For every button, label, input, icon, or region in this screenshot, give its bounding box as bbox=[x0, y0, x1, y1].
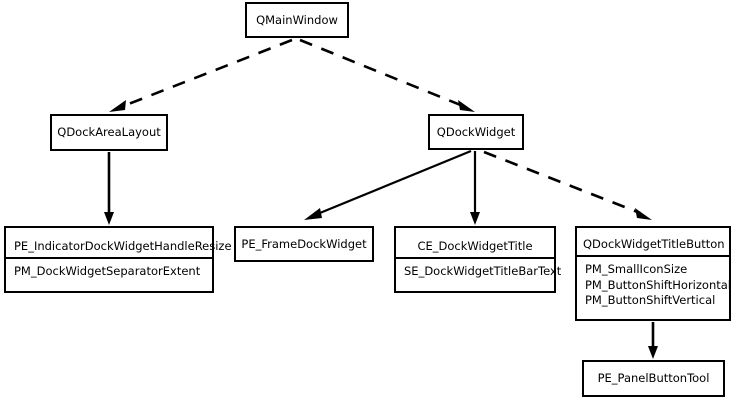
edge-qdockwidget-to-qdockwidgettitlebutton bbox=[483, 150, 652, 220]
node-ce-dockwidgettitle-attributes: SE_DockWidgetTitleBarText bbox=[396, 256, 562, 285]
edge-qmainwindow-to-qdockarealayout bbox=[109, 38, 293, 112]
node-pe-panelbuttontool[interactable]: PE_PanelButtonTool bbox=[582, 360, 725, 397]
node-qmainwindow-title: QMainWindow bbox=[256, 12, 338, 27]
node-qmainwindow[interactable]: QMainWindow bbox=[245, 2, 349, 38]
attribute-se-dockwidgettitlebartext: SE_DockWidgetTitleBarText bbox=[404, 263, 562, 278]
node-qdockwidget-title: QDockWidget bbox=[436, 124, 516, 139]
attribute-pm-dockwidget-separator-extent: PM_DockWidgetSeparatorExtent bbox=[14, 263, 201, 278]
node-pe-indicator-attributes: PM_DockWidgetSeparatorExtent bbox=[6, 256, 212, 285]
node-ce-dockwidgettitle-title: CE_DockWidgetTitle bbox=[417, 238, 533, 253]
node-qdockwidgettitlebutton-attributes: PM_SmallIconSize PM_ButtonShiftHorizonta… bbox=[577, 255, 731, 314]
node-qdockarealayout[interactable]: QDockAreaLayout bbox=[50, 114, 168, 151]
edge-qmainwindow-to-qdockwidget bbox=[299, 38, 475, 112]
node-qdockwidget[interactable]: QDockWidget bbox=[428, 114, 524, 150]
attribute-pm-buttonshiftvertical: PM_ButtonShiftVertical bbox=[585, 293, 716, 308]
node-qdockarealayout-title: QDockAreaLayout bbox=[57, 125, 161, 140]
node-ce-dockwidgettitle[interactable]: CE_DockWidgetTitle SE_DockWidgetTitleBar… bbox=[394, 226, 562, 293]
edge-qdockarealayout-to-pe-indicator bbox=[104, 152, 114, 225]
attribute-pm-buttonshifthorizontal: PM_ButtonShiftHorizontal bbox=[585, 277, 731, 292]
node-qdockwidgettitlebutton-title: QDockWidgetTitleButton bbox=[583, 237, 725, 252]
node-pe-indicator-title: PE_IndicatorDockWidgetHandleResize bbox=[14, 238, 232, 253]
node-pe-panelbuttontool-title: PE_PanelButtonTool bbox=[597, 371, 710, 386]
node-pe-framedockwidget-title: PE_FrameDockWidget bbox=[241, 236, 367, 251]
edge-qdockwidgettitlebutton-to-pe-panelbuttontool bbox=[648, 322, 658, 359]
node-qdockwidgettitlebutton[interactable]: QDockWidgetTitleButton PM_SmallIconSize … bbox=[575, 226, 731, 321]
attribute-pm-smalliconsize: PM_SmallIconSize bbox=[585, 262, 688, 277]
edge-qdockwidget-to-pe-framedockwidget bbox=[304, 149, 472, 220]
edge-qdockwidget-to-ce-dockwidgettitle bbox=[470, 151, 480, 225]
node-pe-indicator-dockwidget-handle-resize[interactable]: PE_IndicatorDockWidgetHandleResize PM_Do… bbox=[4, 226, 232, 293]
node-pe-framedockwidget[interactable]: PE_FrameDockWidget bbox=[234, 226, 374, 262]
